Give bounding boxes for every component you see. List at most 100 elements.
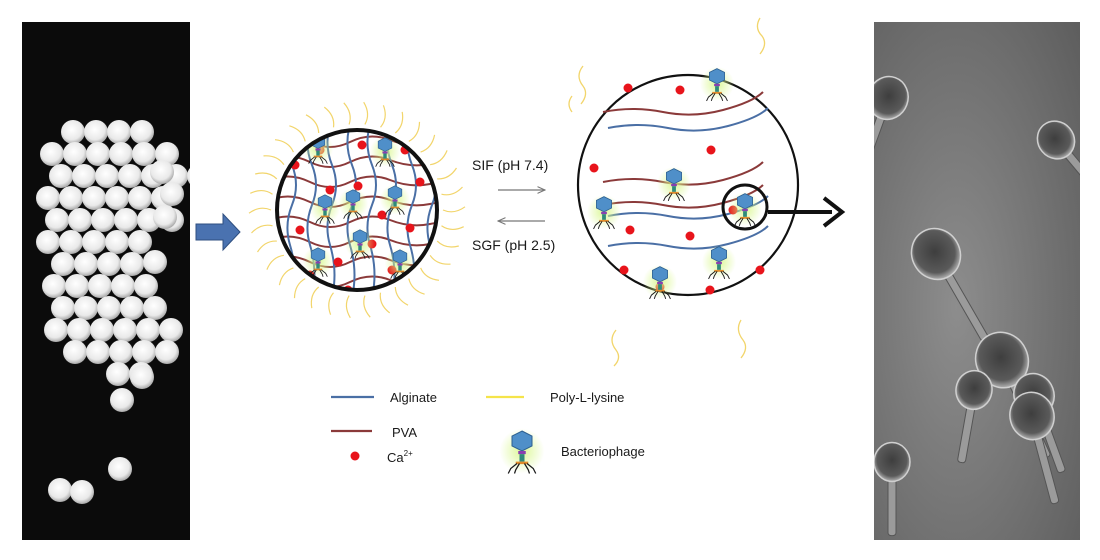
bead (91, 208, 115, 232)
bead (36, 230, 60, 254)
calcium-ion (589, 163, 599, 173)
poly-l-lysine-strand (274, 139, 294, 153)
bead (105, 186, 129, 210)
bead (97, 296, 121, 320)
calcium-ion (333, 257, 343, 267)
bacteriophage (701, 244, 737, 280)
bead (74, 252, 98, 276)
poly-l-lysine-strand (363, 101, 369, 125)
bead (42, 274, 66, 298)
poly-l-lysine-strand (420, 267, 440, 281)
bead (82, 230, 106, 254)
legend: Alginate Poly-L-lysine PVA Ca2+ Bacterio… (331, 390, 645, 474)
alginate-chain (607, 225, 769, 250)
bead (68, 208, 92, 232)
poly-l-lysine-strand (255, 172, 278, 180)
poly-l-lysine-strand (266, 254, 284, 270)
sgf-label: SGF (pH 2.5) (472, 237, 555, 253)
bead (67, 318, 91, 342)
bead (153, 205, 177, 229)
poly-l-lysine-strand (429, 254, 451, 265)
bead (114, 208, 138, 232)
bead (109, 142, 133, 166)
bead (82, 186, 106, 210)
calcium-ion (705, 285, 715, 295)
poly-l-lysine-strand (263, 155, 285, 166)
phage-particle (873, 441, 911, 537)
bead (72, 164, 96, 188)
bead (90, 318, 114, 342)
legend-bacteriophage-icon (499, 428, 545, 474)
poly-l-lysine-strand (437, 167, 458, 180)
bacteriophage (309, 193, 341, 224)
poly-l-lysine-strand (441, 186, 463, 196)
bead (61, 120, 85, 144)
bead (113, 318, 137, 342)
bead (45, 208, 69, 232)
bead (120, 296, 144, 320)
bead (48, 478, 72, 502)
poly-l-lysine-strand (250, 189, 273, 195)
bead (88, 274, 112, 298)
bead (120, 252, 144, 276)
calcium-ion (295, 225, 305, 235)
bacteriophage (727, 191, 763, 227)
poly-l-lysine-strand (248, 207, 272, 214)
calcium-ion (415, 177, 425, 187)
swollen-bead (576, 66, 846, 300)
bacteriophage (337, 188, 369, 219)
bead (155, 142, 179, 166)
calcium-ion (377, 210, 387, 220)
poly-l-lysine-strand (305, 114, 320, 134)
bead (130, 365, 154, 389)
bacteriophage (499, 428, 545, 474)
bead (49, 164, 73, 188)
calcium-ion (685, 231, 695, 241)
poly-l-lysine-strand (310, 286, 320, 309)
sif-label: SIF (pH 7.4) (472, 157, 548, 173)
bead (160, 182, 184, 206)
legend-poly-l-lysine: Poly-L-lysine (550, 390, 624, 405)
poly-l-lysine-strand (408, 121, 421, 142)
bead (74, 296, 98, 320)
poly-l-lysine-strand (289, 125, 306, 142)
phage-particle (955, 369, 993, 464)
legend-calcium: Ca2+ (387, 449, 413, 465)
bead (150, 160, 174, 184)
bacteriophage (656, 166, 692, 202)
calcium-ion (755, 265, 765, 275)
bacteriophage (699, 66, 735, 102)
bacteriophage (379, 184, 411, 215)
poly-l-lysine-strand (408, 278, 425, 295)
bead (84, 120, 108, 144)
zoom-circle (721, 183, 769, 231)
calcium-ion (625, 225, 635, 235)
bead (86, 340, 110, 364)
bacteriophage (586, 194, 622, 230)
bead (70, 480, 94, 504)
bead (136, 318, 160, 342)
legend-pva: PVA (392, 425, 417, 440)
calcium-ion (325, 185, 335, 195)
poly-l-lysine-strand (379, 292, 391, 314)
bead (111, 274, 135, 298)
legend-calcium-charge: 2+ (404, 449, 413, 458)
bead (44, 318, 68, 342)
beads-photo (22, 22, 211, 540)
micrograph-photo (856, 22, 1100, 540)
bead (63, 340, 87, 364)
bead (132, 142, 156, 166)
calcium-ion (353, 181, 363, 191)
bead (106, 362, 130, 386)
bead (86, 142, 110, 166)
bead (36, 186, 60, 210)
pva-chain (602, 161, 764, 186)
bacteriophage (384, 248, 416, 279)
poly-l-lysine-strand (323, 106, 335, 128)
poly-l-lysine-strand (380, 105, 386, 128)
poly-l-lysine-strand (441, 225, 464, 231)
bead (40, 142, 64, 166)
phage-particle (1009, 391, 1060, 505)
poly-l-lysine-strand (442, 206, 466, 213)
bacteriophage (369, 136, 401, 167)
